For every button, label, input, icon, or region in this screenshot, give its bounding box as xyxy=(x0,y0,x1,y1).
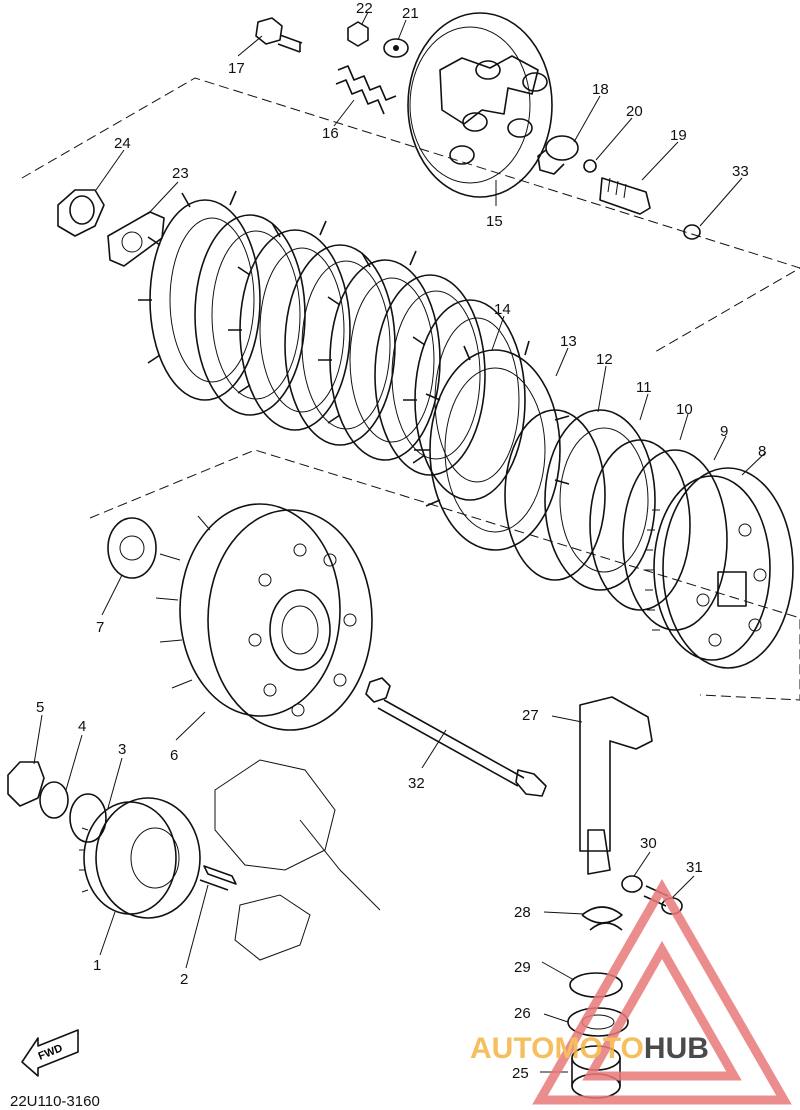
callout-29: 29 xyxy=(514,959,531,976)
callout-30: 30 xyxy=(640,835,657,852)
automotohub-watermark: AUTOMOTOHUB xyxy=(470,878,792,1105)
callout-13: 13 xyxy=(560,333,577,350)
watermark-text: AUTOMOTOHUB xyxy=(470,1032,709,1065)
clutch-housing-6 xyxy=(155,503,373,731)
nut-22 xyxy=(347,21,369,47)
washer-30 xyxy=(621,875,643,893)
callout-32: 32 xyxy=(408,775,425,792)
primary-drive-gear-1 xyxy=(79,797,201,919)
spring-28 xyxy=(581,906,623,931)
callout-12: 12 xyxy=(596,351,613,368)
key-2 xyxy=(199,865,237,891)
callout-2: 2 xyxy=(180,971,188,988)
callout-31: 31 xyxy=(686,859,703,876)
callout-6: 6 xyxy=(170,747,178,764)
callout-8: 8 xyxy=(758,443,766,460)
callout-23: 23 xyxy=(172,165,189,182)
friction-plate xyxy=(403,299,526,501)
callout-7: 7 xyxy=(96,619,104,636)
callout-5: 5 xyxy=(36,699,44,716)
drawing-code: 22U110-3160 xyxy=(10,1093,100,1110)
steel-plate xyxy=(374,274,486,476)
callout-16: 16 xyxy=(322,125,339,142)
callout-21: 21 xyxy=(402,5,419,22)
spring-seat-10 xyxy=(589,439,691,611)
callout-9: 9 xyxy=(720,423,728,440)
push-lever-shaft-27 xyxy=(579,696,653,875)
callout-20: 20 xyxy=(626,103,643,120)
callout-17: 17 xyxy=(228,60,245,77)
plate-9 xyxy=(622,449,728,631)
callout-27: 27 xyxy=(522,707,539,724)
callout-26: 26 xyxy=(514,1005,531,1022)
callout-3: 3 xyxy=(118,741,126,758)
push-rod-cap-18 xyxy=(537,135,579,175)
steel-plate-11 xyxy=(544,409,656,591)
callout-28: 28 xyxy=(514,904,531,921)
callout-11: 11 xyxy=(636,379,652,396)
friction-plate xyxy=(138,190,261,401)
clutch-plate-stack xyxy=(138,190,526,501)
callout-24: 24 xyxy=(114,135,131,152)
callout-1: 1 xyxy=(93,957,101,974)
callout-numbers: 1 2 3 4 5 6 7 8 9 10 11 12 13 14 15 16 1… xyxy=(36,0,766,1082)
thrust-washer-7 xyxy=(107,517,157,579)
callout-14: 14 xyxy=(494,301,511,318)
leader-lines xyxy=(33,11,767,1073)
pressure-plate-15 xyxy=(407,12,553,198)
callout-18: 18 xyxy=(592,81,609,98)
callout-25: 25 xyxy=(512,1065,529,1082)
callout-10: 10 xyxy=(676,401,693,418)
push-rod-19 xyxy=(599,177,651,215)
push-rod-32 xyxy=(365,677,547,797)
callout-22: 22 xyxy=(356,0,373,17)
nut-5 xyxy=(7,761,45,807)
ball-33 xyxy=(683,224,701,240)
pressure-plate-group-outline xyxy=(21,77,800,353)
watermark-triangle-logo xyxy=(532,878,792,1105)
callout-4: 4 xyxy=(78,718,86,735)
callout-33: 33 xyxy=(732,163,749,180)
clutch-pack-group-outline xyxy=(89,449,800,701)
lock-washer-4 xyxy=(39,781,69,819)
bolt-17 xyxy=(255,17,303,53)
clutch-spring-16 xyxy=(335,65,397,115)
callout-15: 15 xyxy=(486,213,503,230)
callout-19: 19 xyxy=(670,127,687,144)
friction-plate xyxy=(228,220,351,431)
clutch-boss-8 xyxy=(645,467,794,669)
nut-24 xyxy=(57,189,105,237)
forward-direction-arrow: FWD xyxy=(21,1029,79,1077)
friction-plate-13 xyxy=(414,340,570,551)
wire-retainer-12 xyxy=(504,409,606,581)
washer-21 xyxy=(383,38,409,58)
ball-bearing-20 xyxy=(583,159,597,173)
crankshaft-outline xyxy=(214,759,381,961)
washer-3 xyxy=(69,793,107,843)
